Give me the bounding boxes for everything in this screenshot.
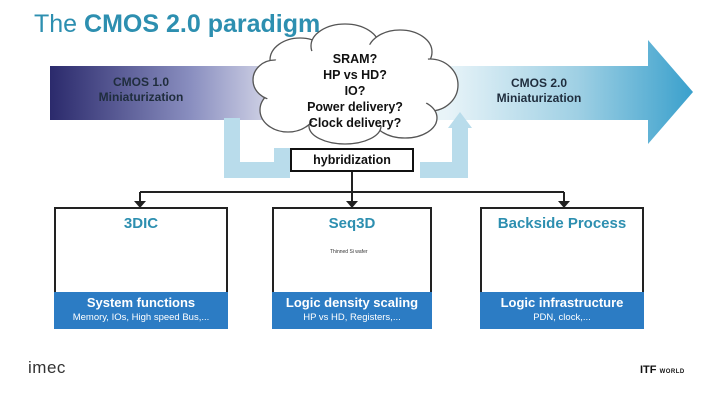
cloud-line: SRAM? [332, 52, 378, 66]
title-main: CMOS 2.0 paradigm [84, 10, 321, 38]
cmos2-label: CMOS 2.0 Miniaturization [484, 76, 594, 106]
bar-logic-infrastructure: Logic infrastructure PDN, clock,... [480, 292, 644, 329]
bar-system-functions-main: System functions [86, 295, 196, 310]
thinned-wafer-label: Thinned Si wafer [330, 249, 368, 255]
flow-arrow-left [224, 118, 290, 178]
bar-logic-infrastructure-main: Logic infrastructure [500, 295, 624, 310]
cloud-line: IO? [344, 84, 366, 98]
cloud-line: Clock delivery? [308, 116, 402, 130]
box-seq3d-title: Seq3D [328, 215, 376, 232]
cloud-line: Power delivery? [307, 100, 403, 114]
itf-brand-small: WORLD [659, 369, 685, 375]
bar-logic-density-main: Logic density scaling [285, 295, 419, 310]
connector-head-center [346, 201, 358, 208]
hybridization-box: hybridization [290, 148, 414, 172]
bar-system-functions: System functions Memory, IOs, High speed… [54, 292, 228, 329]
cmos2-line2: Miniaturization [496, 91, 582, 105]
flow-arrow-right [420, 128, 468, 178]
bar-logic-density: Logic density scaling HP vs HD, Register… [272, 292, 432, 329]
box-3dic-title: 3DIC [123, 215, 159, 232]
bar-logic-infrastructure-sub: PDN, clock,... [533, 312, 591, 323]
connector-tree [139, 172, 565, 202]
connector-head-left [134, 201, 146, 208]
bar-system-functions-sub: Memory, IOs, High speed Bus,... [72, 312, 210, 323]
flow-arrow-right-head [448, 112, 472, 128]
cmos1-line1: CMOS 1.0 [112, 75, 169, 89]
itf-world-logo: ITF WORLD [640, 364, 685, 376]
cmos1-label: CMOS 1.0 Miniaturization [86, 75, 196, 105]
box-backside-title: Backside Process [497, 215, 627, 232]
silicon-wafer-label: Silicon wafer [330, 270, 365, 276]
cmos2-line1: CMOS 2.0 [510, 76, 567, 90]
page-title: The CMOS 2.0 paradigm [34, 10, 320, 39]
connector-head-right [558, 201, 570, 208]
itf-brand: ITF [640, 364, 657, 376]
title-prefix: The [34, 10, 78, 38]
cloud-questions: SRAM? HP vs HD? IO? Power delivery? Cloc… [270, 51, 440, 131]
imec-logo: imec [28, 358, 66, 377]
cloud-line: HP vs HD? [323, 68, 387, 82]
cmos1-line2: Miniaturization [98, 90, 184, 104]
bar-logic-density-sub: HP vs HD, Registers,... [303, 312, 401, 323]
